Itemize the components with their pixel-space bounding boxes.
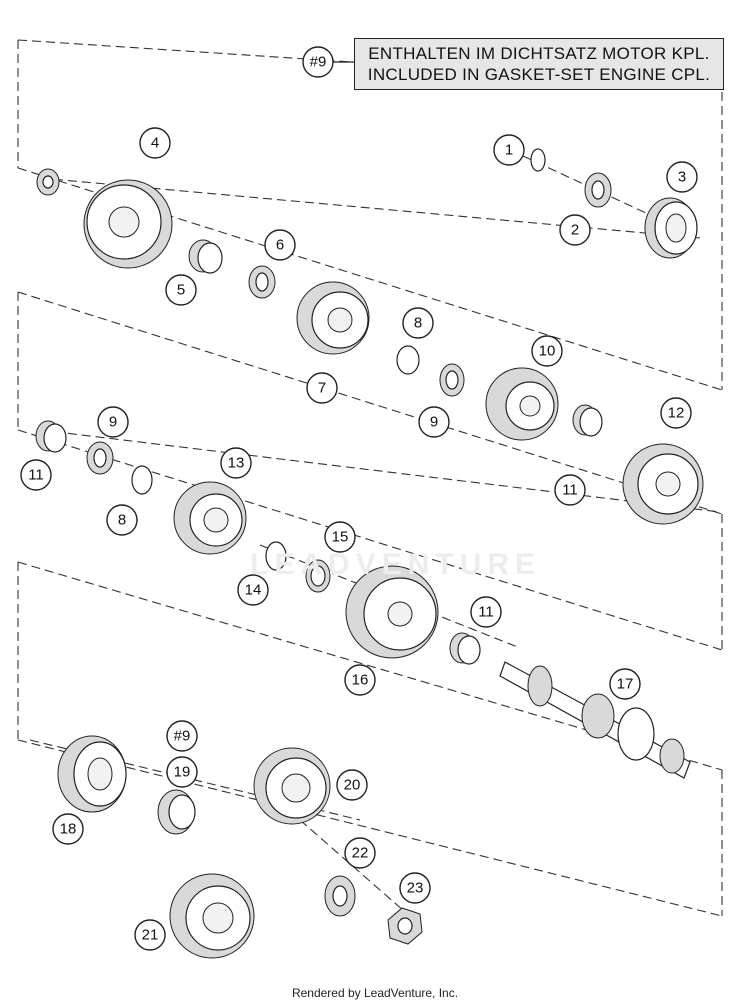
callout: 13 (220, 447, 252, 479)
bushing-part (188, 239, 223, 274)
svg-text:21: 21 (142, 927, 159, 944)
callout: 21 (134, 919, 166, 951)
sprocket-part (169, 873, 255, 959)
circlip-part (131, 465, 153, 495)
circlip-part (265, 541, 287, 571)
washer-part (324, 875, 356, 917)
svg-text:7: 7 (318, 380, 326, 397)
circlip-part (396, 345, 420, 375)
gear-part (173, 481, 247, 555)
gear-part (622, 443, 704, 525)
svg-text:3: 3 (678, 169, 686, 186)
bushing-part (449, 632, 481, 665)
gear-part (83, 179, 173, 269)
shaft-part (499, 661, 691, 779)
svg-text:5: 5 (177, 282, 185, 299)
svg-text:16: 16 (352, 672, 369, 689)
svg-text:23: 23 (407, 880, 424, 897)
svg-text:9: 9 (109, 414, 117, 431)
washer-part (36, 168, 60, 196)
callout: 23 (399, 872, 431, 904)
svg-text:11: 11 (562, 482, 578, 499)
gear-part (296, 281, 370, 355)
callout: 8 (402, 307, 434, 339)
svg-text:8: 8 (414, 315, 422, 332)
washer-part (584, 172, 612, 208)
svg-text:18: 18 (60, 821, 77, 838)
svg-text:15: 15 (332, 529, 349, 546)
callout: 11 (470, 596, 502, 628)
svg-text:10: 10 (539, 343, 556, 360)
panel-outlines (17, 39, 723, 917)
callout: 10 (531, 335, 563, 367)
bushing-part (572, 404, 603, 437)
circlip-part (530, 148, 546, 172)
parts (35, 148, 704, 959)
thrust-washer-part (439, 363, 465, 397)
callout-ref: #9 (166, 720, 198, 752)
callout: 3 (666, 161, 698, 193)
svg-text:11: 11 (478, 604, 494, 621)
svg-text:8: 8 (118, 512, 126, 529)
washer-part (248, 265, 276, 299)
callout: 14 (237, 574, 269, 606)
callout: 16 (344, 664, 376, 696)
sprocket-part (253, 747, 331, 825)
callout: 5 (165, 274, 197, 306)
svg-text:#9: #9 (174, 728, 191, 745)
svg-text:#9: #9 (310, 54, 327, 71)
callout: 8 (106, 504, 138, 536)
bushing-part (35, 420, 67, 453)
callout: 11 (554, 474, 586, 506)
svg-text:14: 14 (245, 582, 262, 599)
callout-ref: #9 (302, 46, 334, 78)
note-line-german: ENTHALTEN IM DICHTSATZ MOTOR KPL. (368, 44, 710, 63)
callout: 22 (344, 837, 376, 869)
callouts: #9 1 2 3 4 5 6 7 8 9 10 11 12 13 8 9 11 … (20, 46, 698, 951)
svg-text:1: 1 (505, 142, 513, 159)
callout: 7 (306, 372, 338, 404)
svg-text:17: 17 (617, 676, 634, 693)
svg-text:19: 19 (174, 764, 191, 781)
footer-credit: Rendered by LeadVenture, Inc. (291, 986, 459, 1000)
callout: 9 (418, 406, 450, 438)
callout: 4 (139, 127, 171, 159)
gasket-set-note: ENTHALTEN IM DICHTSATZ MOTOR KPL. INCLUD… (354, 38, 724, 90)
callout: 1 (493, 134, 525, 166)
callout: 11 (20, 459, 52, 491)
callout: 20 (336, 769, 368, 801)
svg-text:12: 12 (668, 405, 685, 422)
svg-text:11: 11 (28, 467, 44, 484)
callout: 17 (609, 668, 641, 700)
callout: 2 (559, 214, 591, 246)
svg-text:22: 22 (352, 845, 369, 862)
callout: 15 (324, 521, 356, 553)
svg-text:9: 9 (430, 414, 438, 431)
bearing-part (644, 197, 698, 259)
svg-text:20: 20 (344, 777, 361, 794)
svg-text:6: 6 (276, 237, 284, 254)
callout: 19 (166, 756, 198, 788)
callout: 9 (97, 406, 129, 438)
washer-part (305, 559, 331, 593)
watermark-text: LEADVENTURE (250, 548, 542, 581)
gear-part (485, 367, 559, 441)
thrust-washer-part (86, 441, 114, 475)
svg-text:4: 4 (151, 135, 159, 152)
seal-part (157, 789, 196, 835)
svg-text:13: 13 (228, 455, 245, 472)
svg-text:2: 2 (571, 222, 579, 239)
callout: 18 (52, 813, 84, 845)
callout: 12 (660, 397, 692, 429)
note-line-english: INCLUDED IN GASKET-SET ENGINE CPL. (367, 65, 711, 84)
callout: 6 (264, 229, 296, 261)
bearing-part (57, 735, 127, 813)
gear-part (345, 565, 439, 659)
nut-part (387, 907, 423, 945)
